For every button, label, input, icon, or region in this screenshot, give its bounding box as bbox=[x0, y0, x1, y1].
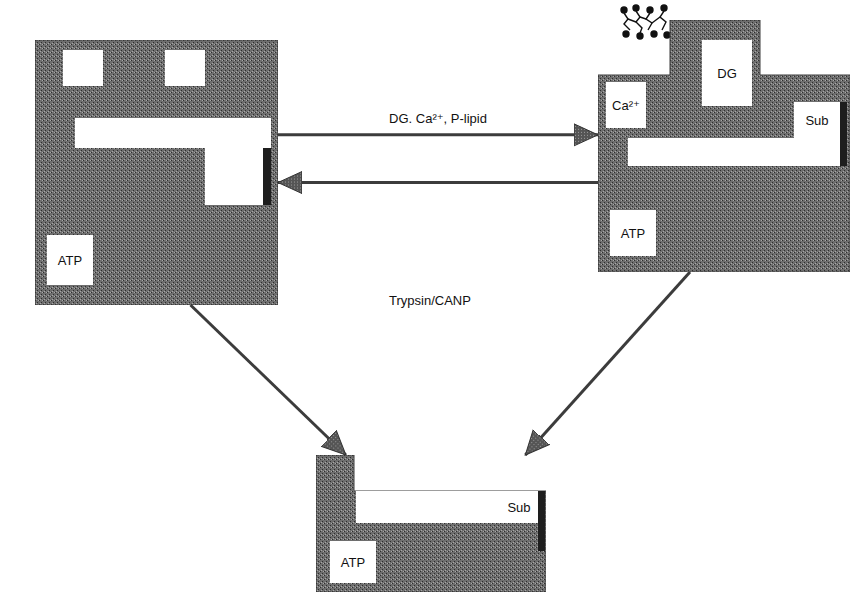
site-label: Sub bbox=[500, 493, 538, 521]
site-label: Ca²⁺ bbox=[606, 82, 646, 128]
protease-label: Trypsin/CANP bbox=[386, 292, 474, 309]
reaction-arrow bbox=[191, 305, 346, 455]
proteolyzed-enzyme: SubATP bbox=[316, 455, 546, 592]
site-label: DG bbox=[702, 40, 752, 106]
site-label: ATP bbox=[610, 210, 656, 256]
site-label: ATP bbox=[47, 235, 93, 285]
reaction-arrow bbox=[525, 272, 690, 455]
site-label: Sub bbox=[795, 104, 839, 136]
reaction-arrow bbox=[278, 133, 598, 136]
reaction-arrow bbox=[278, 181, 598, 184]
active-enzyme: Ca²⁺ DG SubATP bbox=[598, 20, 850, 272]
inactive-enzyme: ATP bbox=[35, 40, 278, 305]
phospholipid-icon bbox=[616, 3, 672, 39]
site-label: ATP bbox=[330, 541, 376, 583]
edge-label: DG. Ca²⁺, P-lipid bbox=[386, 110, 490, 127]
